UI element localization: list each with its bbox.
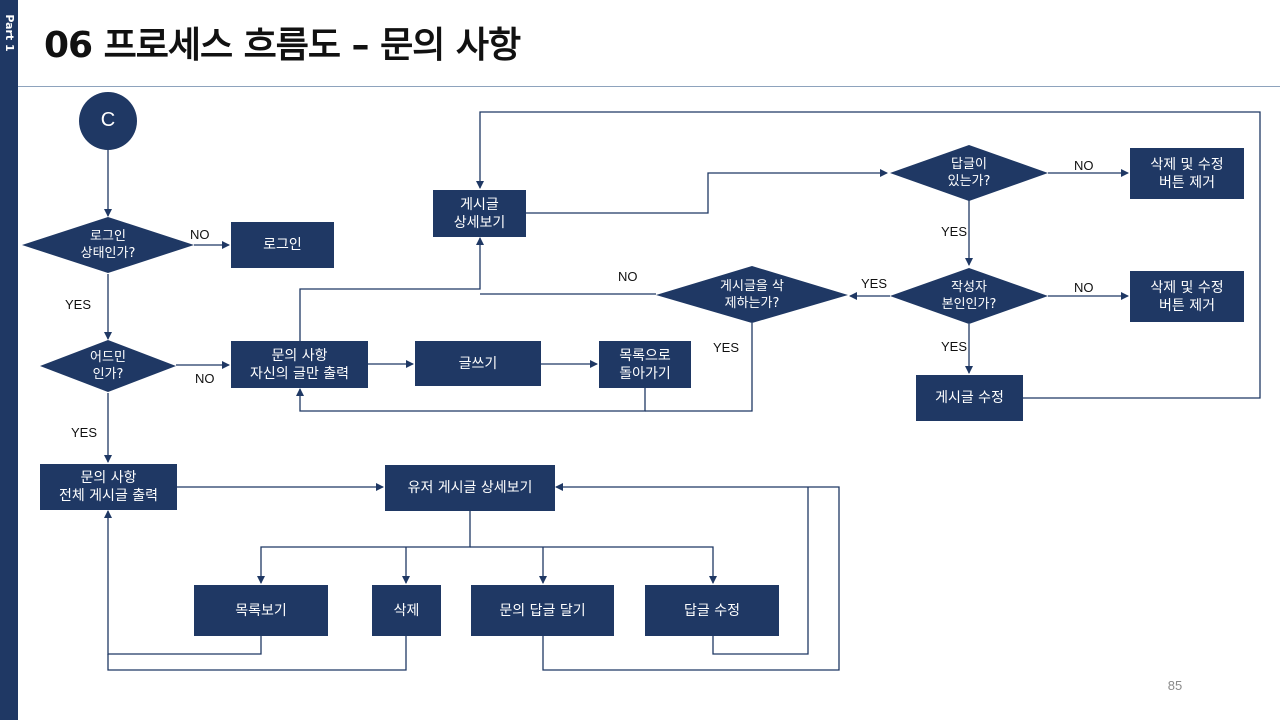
title-divider <box>18 86 1280 87</box>
author-yes-left-label: YES <box>861 276 888 291</box>
edit-reply-box: 답글 수정 <box>645 585 779 636</box>
user-detail-box: 유저 게시글 상세보기 <box>385 465 555 511</box>
login-box: 로그인 <box>231 222 334 268</box>
back-to-list-box: 목록으로 돌아가기 <box>599 341 691 388</box>
admin-yes-label: YES <box>71 425 98 440</box>
write-box: 글쓰기 <box>415 341 541 386</box>
author-no-label: NO <box>1074 280 1094 295</box>
all-posts-box: 문의 사항 전체 게시글 출력 <box>40 464 177 510</box>
delete-no-label: NO <box>618 269 638 284</box>
page-number: 85 <box>1167 678 1183 693</box>
reply-exists-label: 답글이 있는가? <box>947 157 991 189</box>
author-yes-down-label: YES <box>941 339 968 354</box>
admin-check-diamond <box>40 340 176 392</box>
admin-check-label: 어드민 인가? <box>90 350 126 382</box>
sidebar <box>0 0 18 720</box>
my-posts-box: 문의 사항 자신의 글만 출력 <box>231 341 368 388</box>
author-check-label: 작성자 본인인가? <box>941 280 997 312</box>
author-check-diamond <box>890 268 1048 324</box>
start-connector-circle <box>79 92 137 150</box>
post-detail-box: 게시글 상세보기 <box>433 190 526 237</box>
login-yes-label: YES <box>65 297 92 312</box>
remove-buttons-box-2: 삭제 및 수정 버튼 제거 <box>1130 271 1244 322</box>
start-connector-label: C <box>100 109 116 131</box>
edit-post-box: 게시글 수정 <box>916 375 1023 421</box>
delete-check-label: 게시글을 삭 제하는가? <box>720 279 784 311</box>
page-title: 06 프로세스 흐름도 – 문의 사항 <box>44 25 521 66</box>
admin-no-label: NO <box>195 371 215 386</box>
reply-exists-diamond <box>890 145 1048 201</box>
reply-box: 문의 답글 달기 <box>471 585 614 636</box>
delete-yes-label: YES <box>713 340 740 355</box>
login-check-diamond <box>22 217 194 273</box>
login-no-label: NO <box>190 227 210 242</box>
delete-box: 삭제 <box>372 585 441 636</box>
delete-check-diamond <box>656 266 848 323</box>
list-view-box: 목록보기 <box>194 585 328 636</box>
reply-yes-label: YES <box>941 224 968 239</box>
remove-buttons-box-1: 삭제 및 수정 버튼 제거 <box>1130 148 1244 199</box>
login-check-label: 로그인 상태인가? <box>80 229 136 261</box>
reply-no-label: NO <box>1074 158 1094 173</box>
